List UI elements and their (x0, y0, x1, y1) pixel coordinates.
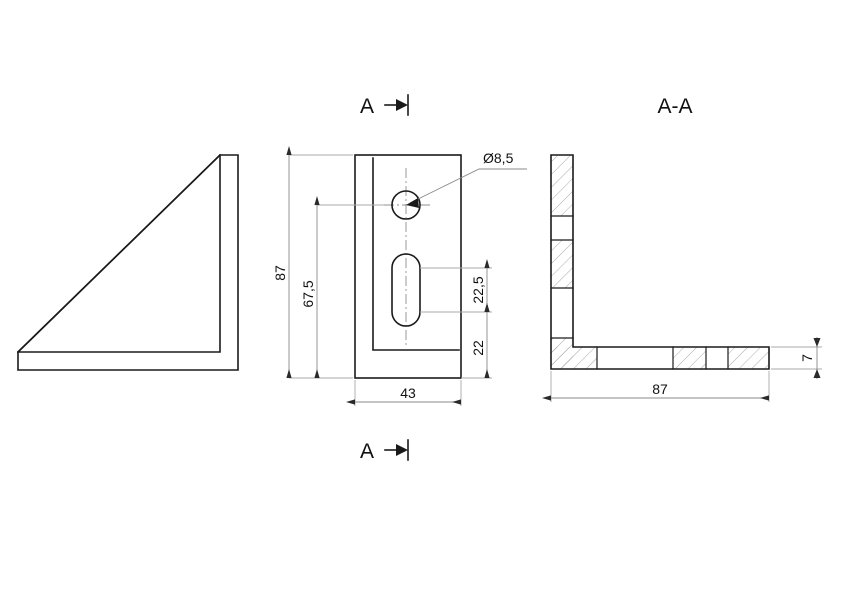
section-vleg-seg4-void (551, 288, 573, 338)
front-view-centerlines (384, 168, 430, 348)
section-hleg-seg3-hatch (673, 347, 706, 369)
dim-section-thickness-text: 7 (799, 354, 815, 362)
hole-leader-arrow-icon (406, 198, 419, 208)
round-hole (391, 190, 421, 220)
dim-slot-lower: 22 (461, 303, 492, 379)
dim-thickness-arrow-bottom-icon (813, 369, 821, 378)
section-marker-top-label: A (360, 95, 374, 118)
round-hole-circle (391, 190, 421, 220)
section-view-title: A-A (657, 95, 692, 118)
hole-diameter-callout: Ø8,5 (406, 150, 527, 208)
dim-overall-height: 87 (272, 146, 353, 379)
dim-inner-height-text: 67,5 (300, 280, 316, 307)
dim-section-length: 87 (542, 371, 770, 402)
section-vleg-seg3-hatch (551, 240, 573, 288)
dim-overall-height-text: 87 (272, 265, 288, 281)
pictorial-inner-corner (17, 154, 221, 353)
section-marker-bottom: A (360, 439, 409, 463)
dim-slot-lower-text: 22 (470, 340, 486, 356)
section-vleg-seg1-hatch (551, 155, 573, 216)
dim-overall-width-text: 43 (400, 385, 416, 401)
pictorial-hypotenuse (16, 153, 222, 354)
section-marker-bottom-label: A (360, 440, 374, 463)
dim-slot-upper-text: 22,5 (470, 276, 486, 303)
section-view-a-a (550, 154, 770, 370)
section-hleg-seg1-hatch (551, 347, 597, 369)
front-view-outline (354, 154, 462, 379)
dim-thickness-arrow-top-icon (813, 338, 821, 347)
dim-slot-upper: 22,5 (420, 259, 492, 313)
dim-inner-height: 67,5 (300, 196, 384, 379)
section-arrow-top-icon (396, 99, 408, 111)
section-arrow-bottom-icon (396, 444, 408, 456)
hole-leader-line (409, 168, 527, 204)
section-vleg-seg2-void (551, 216, 573, 240)
section-hleg-seg4-void (706, 347, 728, 369)
hole-diameter-text: Ø8,5 (483, 150, 514, 166)
pictorial-outer-profile (17, 154, 239, 371)
section-hleg-seg2-void (597, 347, 673, 369)
section-marker-top: A (360, 94, 409, 118)
pictorial-angle-view (16, 153, 239, 371)
front-view-fold-line (372, 157, 460, 351)
dim-section-length-text: 87 (652, 381, 668, 397)
section-l-profile-outline (550, 154, 770, 370)
dim-overall-width: 43 (346, 380, 462, 406)
dim-section-thickness: 7 (771, 337, 822, 379)
section-hleg-seg5-hatch (728, 347, 769, 369)
front-view-body (354, 154, 462, 379)
